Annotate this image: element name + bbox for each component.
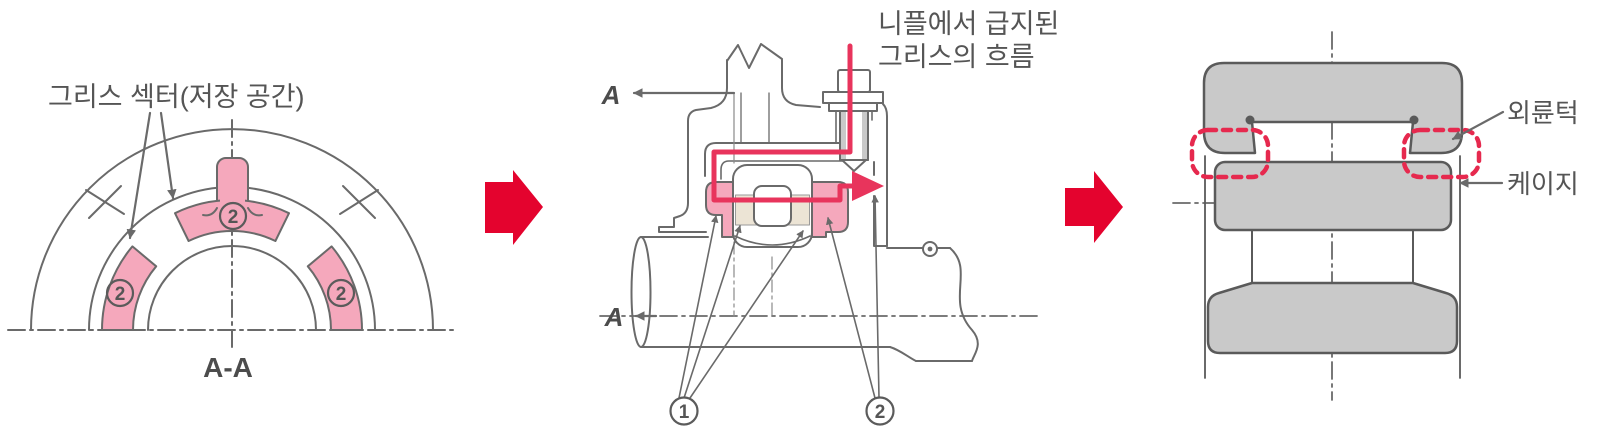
section-letter-bottom: A xyxy=(604,302,624,332)
section-name-label: A-A xyxy=(203,352,253,383)
shaft-end-ellipse xyxy=(630,236,652,348)
grease-flow-arrowhead-icon xyxy=(852,171,884,201)
callout-2: 2 xyxy=(826,195,895,426)
cage xyxy=(1213,160,1453,232)
outer-ring xyxy=(1202,61,1464,155)
x-mark-right-icon xyxy=(339,185,379,219)
bore-arc xyxy=(147,245,317,331)
grease-sector-label: 그리스 섹터(저장 공간) xyxy=(48,82,305,112)
grease-sector-top xyxy=(174,199,290,242)
nipple-flange-lower xyxy=(828,102,878,112)
leader-to-left-sector xyxy=(126,111,152,240)
housing-outline xyxy=(658,43,888,247)
sector-marker-top-num: 2 xyxy=(228,207,239,228)
shaft-center-mark-icon xyxy=(922,241,938,257)
nipple-tip xyxy=(841,159,867,172)
sector-marker-left: 2 xyxy=(105,278,135,308)
outer-arc xyxy=(30,128,434,331)
rib-highlight-right xyxy=(1401,127,1482,180)
nipple-head xyxy=(837,69,871,93)
callout-2-num: 2 xyxy=(875,402,886,423)
tab-junction-curl-left xyxy=(202,207,218,217)
sector-marker-top: 2 xyxy=(218,201,248,231)
nipple-flange-upper xyxy=(822,91,884,104)
grease-flow-path xyxy=(711,43,884,203)
grease-sector-section-diagram: 2 2 2 그리스 섹터(저장 공간) A-A xyxy=(7,82,457,383)
rib-highlight-left xyxy=(1189,127,1271,180)
grease-pocket-left xyxy=(705,181,734,238)
cage-label: 케이지 xyxy=(1507,169,1579,199)
section-letter-top: A xyxy=(601,80,621,110)
section-arrow-top: A xyxy=(601,80,736,110)
shaft-step-curve xyxy=(889,346,917,362)
roller-bottom xyxy=(1206,281,1459,355)
section-arrow-bottom: A xyxy=(604,302,658,332)
leader-to-rib xyxy=(1451,110,1505,141)
shaft-break-curve xyxy=(949,247,979,362)
rib-corner-dot-left xyxy=(1245,115,1255,125)
rib-corner-dot-right xyxy=(1409,115,1419,125)
callout-1-num: 1 xyxy=(679,402,690,423)
break-line-zigzag xyxy=(726,43,783,69)
callout-1: 1 xyxy=(669,215,804,426)
grease-sector-right xyxy=(306,245,364,331)
grease-nipple xyxy=(822,69,884,172)
grease-sector-left xyxy=(100,245,158,331)
sector-marker-right: 2 xyxy=(326,278,356,308)
outer-ring-rib-label: 외륜턱 xyxy=(1507,98,1579,128)
bearing-seat-arc xyxy=(734,235,811,246)
step-arrow-1-icon xyxy=(485,170,543,245)
tab-junction-curl-right xyxy=(247,207,263,217)
grease-flow-note-line2: 그리스의 흐름 xyxy=(878,42,1035,72)
roller xyxy=(753,185,792,227)
step-arrow-2-icon xyxy=(1065,171,1123,243)
sector-marker-right-num: 2 xyxy=(336,284,347,305)
bearing-housing-section-diagram: A A 니플에서 급지된 그리스의 흐름 1 2 xyxy=(599,9,1059,426)
grease-flow-note-line1: 니플에서 급지된 xyxy=(878,9,1059,39)
leader-to-top-sector xyxy=(159,111,177,200)
sector-marker-left-num: 2 xyxy=(115,284,126,305)
x-mark-left-icon xyxy=(85,185,125,219)
bearing-rib-cage-diagram: 외륜턱 케이지 xyxy=(1172,31,1579,401)
